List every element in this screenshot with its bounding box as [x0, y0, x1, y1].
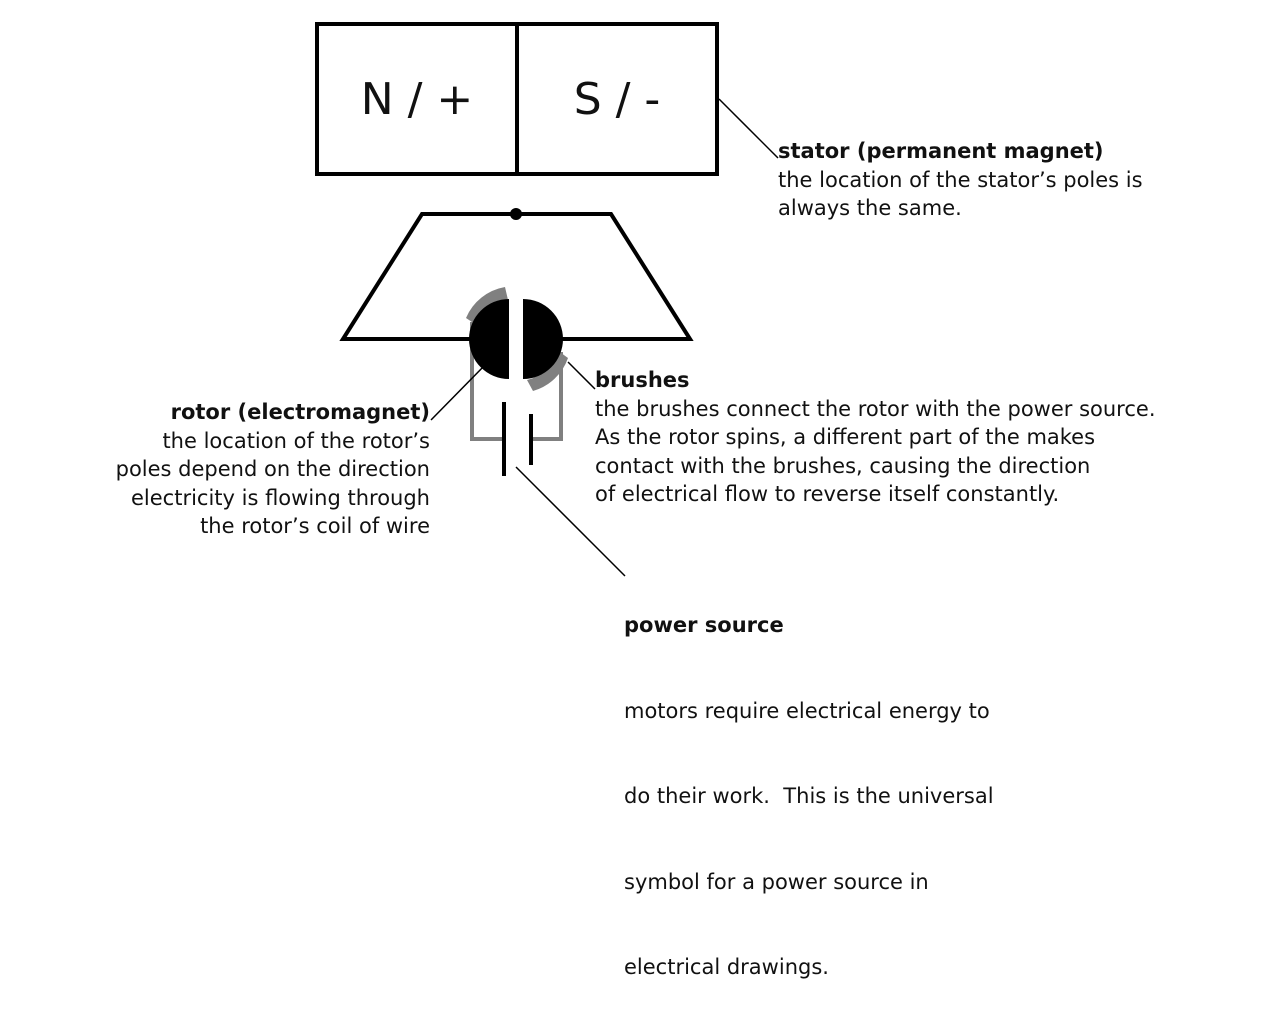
north-pole-label: N / + [361, 74, 474, 125]
brushes-callout-line: contact with the brushes, causing the di… [595, 453, 1091, 478]
right-brush-wire [531, 352, 563, 441]
brushes-leader-line [567, 361, 596, 390]
stator-callout: stator (permanent magnet) the location o… [778, 137, 1143, 223]
brushes-callout-line: of electrical flow to reverse itself con… [595, 482, 1060, 506]
power-source-callout-title: power source [624, 613, 784, 637]
motor-diagram: N / + S / - [315, 22, 779, 577]
power-source-leader-line [515, 466, 626, 577]
rotor-callout-line: poles depend on the direction [115, 457, 430, 481]
left-brush-wire [470, 322, 504, 441]
stator-callout-line: always the same. [778, 196, 962, 220]
rotor-callout-line: electricity is flowing through [130, 485, 430, 510]
stator: N / + S / - [315, 22, 719, 176]
power-source-symbol [502, 402, 533, 476]
brushes-callout-line: As the rotor spins, a different part of … [595, 425, 1096, 449]
commutator-left-half [469, 299, 509, 379]
rotor-callout-title: rotor (electromagnet) [170, 400, 430, 424]
power-source-callout-line: do their work. This is the universal [624, 784, 994, 808]
pivot-dot [510, 208, 522, 220]
power-source-callout-line: symbol for a power source in [624, 869, 929, 894]
stator-callout-line: the location of the stator’s poles is [778, 167, 1143, 192]
rotor-callout-line: the rotor’s coil of wire [200, 514, 430, 538]
power-source-callout-line: electrical drawings. [624, 955, 829, 979]
rotor-coil [339, 208, 694, 341]
power-source-callout: power source motors require electrical e… [624, 554, 994, 1010]
brushes-callout: brushes the brushes connect the rotor wi… [595, 366, 1156, 509]
stator-callout-title: stator (permanent magnet) [778, 139, 1104, 163]
rotor-callout: rotor (electromagnet) the location of th… [116, 398, 430, 541]
rotor-leader-line [430, 363, 487, 421]
coil-wire [339, 212, 694, 341]
south-pole-label: S / - [574, 74, 661, 125]
stator-leader-line [718, 98, 779, 159]
rotor-callout-line: the location of the rotor’s [162, 428, 430, 453]
brushes-callout-title: brushes [595, 368, 690, 392]
power-source-callout-line: motors require electrical energy to [624, 698, 990, 723]
commutator [469, 299, 563, 379]
commutator-right-half [523, 299, 563, 379]
brushes-callout-line: the brushes connect the rotor with the p… [595, 396, 1156, 421]
